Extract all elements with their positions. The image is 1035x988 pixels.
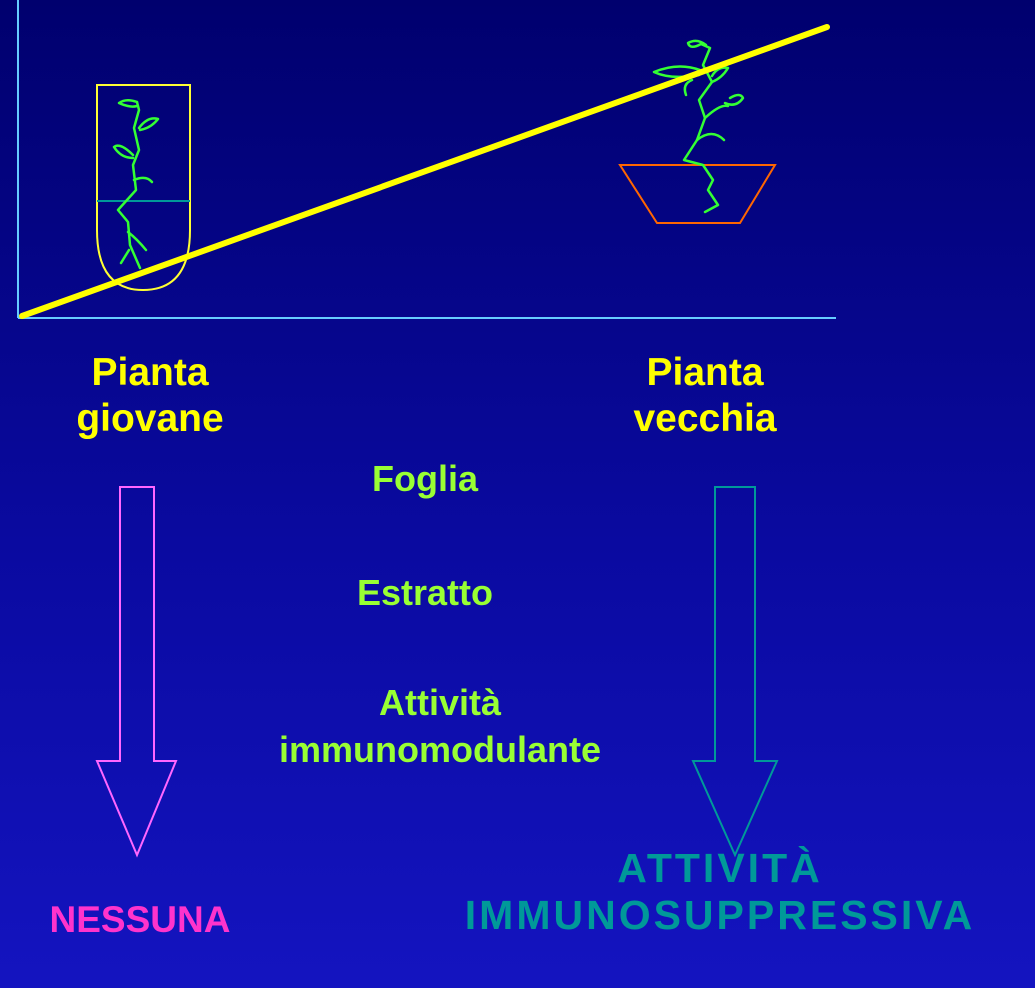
young-plant-icon [112,99,160,270]
left-down-arrow [95,486,178,858]
trend-line [19,24,830,319]
pot-icon [618,164,777,224]
leaf-label: Foglia [372,458,478,499]
old-plant-label-line2: vecchia [633,397,777,441]
test-tube-icon [96,84,191,292]
result-old-label-line1: ATTIVITÀ [617,845,823,891]
young-plant-label-line1: Pianta [91,351,209,394]
activity-label: Attività immunomodulante [185,680,695,774]
old-plant-icon [652,39,745,214]
old-plant-label: Pianta vecchia [580,350,830,442]
activity-label-line2: immunomodulante [279,728,601,770]
young-plant-label-line2: giovane [76,397,224,441]
result-young-label: NESSUNA [49,899,231,940]
result-old-label: ATTIVITÀ IMMUNOSUPPRESSIVA [410,845,1030,939]
right-down-arrow [691,486,779,858]
old-plant-label-line1: Pianta [646,351,764,394]
activity-label-line1: Attività [378,682,501,723]
extract-label: Estratto [356,572,494,613]
young-plant-label: Pianta giovane [25,350,275,442]
result-old-label-line2: IMMUNOSUPPRESSIVA [464,892,976,939]
